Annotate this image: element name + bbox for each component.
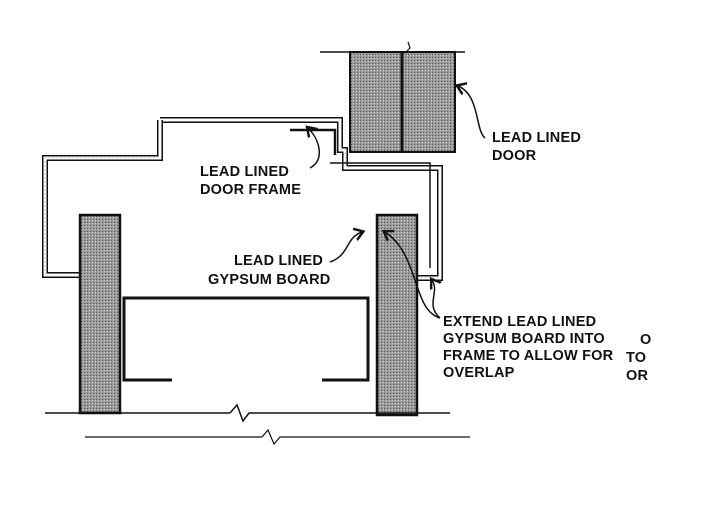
right-wall-column [375, 213, 419, 417]
leader-door [458, 86, 486, 139]
leader-gypsum-board [329, 232, 362, 263]
label-door: LEAD LINED DOOR [492, 130, 585, 164]
left-wall-column [78, 213, 122, 415]
label-extend-note: EXTEND LEAD LINED GYPSUM BOARD INTO FRAM… [443, 314, 618, 381]
lead-lined-door [320, 41, 465, 153]
door-frame-outline [42, 117, 443, 281]
label-cropped-fragments: O TO OR [626, 332, 656, 384]
leader-door-frame [308, 128, 320, 169]
label-gypsum-board: LEAD LINED GYPSUM BOARD [208, 253, 330, 288]
break-lines [45, 403, 470, 446]
label-door-frame: LEAD LINED DOOR FRAME [200, 164, 301, 198]
leader-extend-2 [432, 280, 440, 319]
opening-channel [122, 296, 370, 382]
leader-extend-1 [385, 232, 441, 319]
